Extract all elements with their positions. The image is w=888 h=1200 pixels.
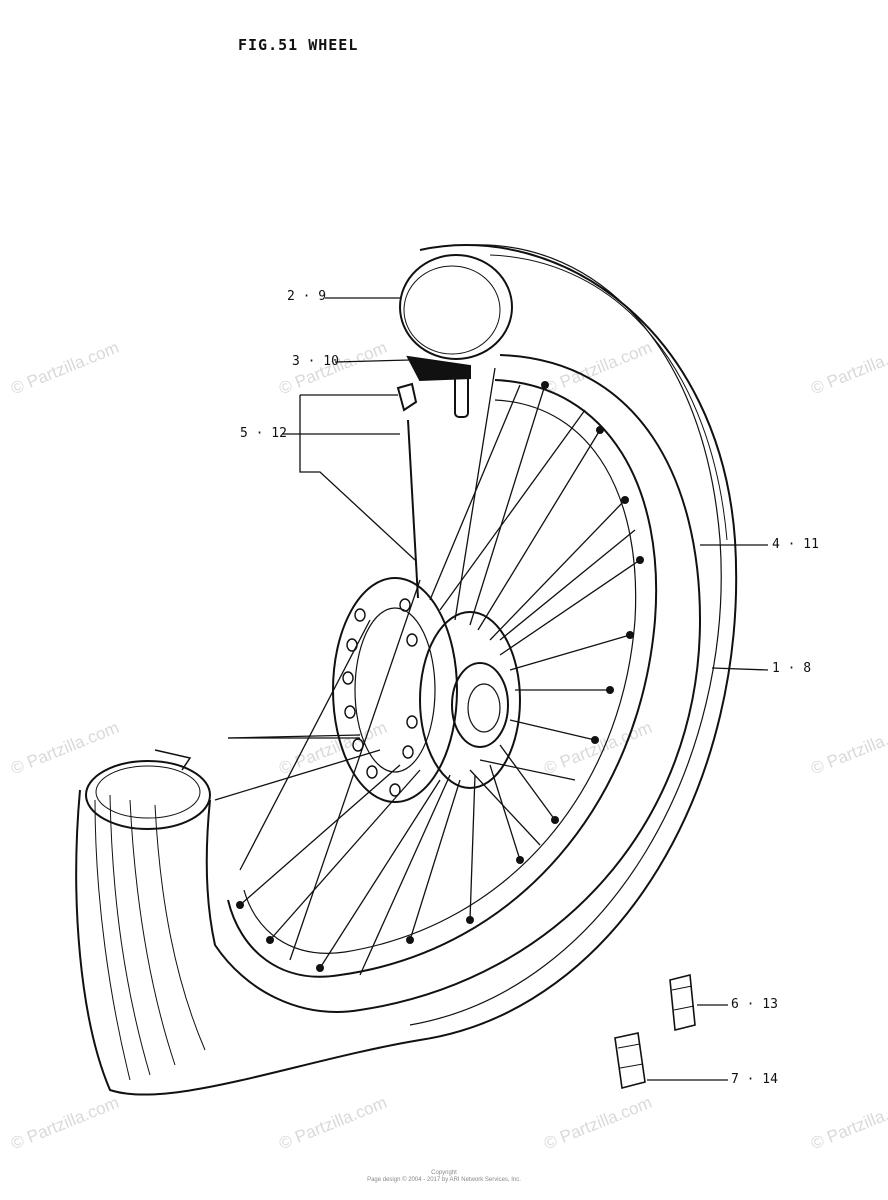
callout-tire-cap: 2 · 9	[287, 289, 327, 304]
valve-stem	[454, 371, 469, 418]
copyright-footer: Copyright Page design © 2004 - 2017 by A…	[0, 1170, 888, 1184]
tire-outline	[75, 244, 738, 1096]
tire-cap-bottom	[85, 760, 211, 830]
figure-title: FIG.51 WHEEL	[238, 36, 359, 54]
callout-rim: 1 · 8	[772, 661, 812, 676]
callout-spoke: 5 · 12	[240, 426, 287, 441]
tire-inner-edge	[205, 354, 702, 1013]
copyright-line: Copyright	[431, 1170, 457, 1176]
rim-outline	[227, 379, 658, 978]
valve-nut-a	[669, 973, 696, 1032]
wheel-hub	[419, 611, 521, 789]
copyright-line: Page design © 2004 - 2017 by ARI Network…	[367, 1177, 521, 1183]
tire-cap-top	[399, 254, 513, 360]
spoke-nipple	[396, 382, 418, 412]
callout-tube: 4 · 11	[772, 537, 819, 552]
rim-band	[406, 355, 471, 382]
callout-valve-nut-a: 6 · 13	[731, 997, 778, 1012]
valve-nut-b	[614, 1032, 646, 1090]
callout-valve-nut-b: 7 · 14	[731, 1072, 778, 1087]
callout-rim-band: 3 · 10	[292, 354, 339, 369]
